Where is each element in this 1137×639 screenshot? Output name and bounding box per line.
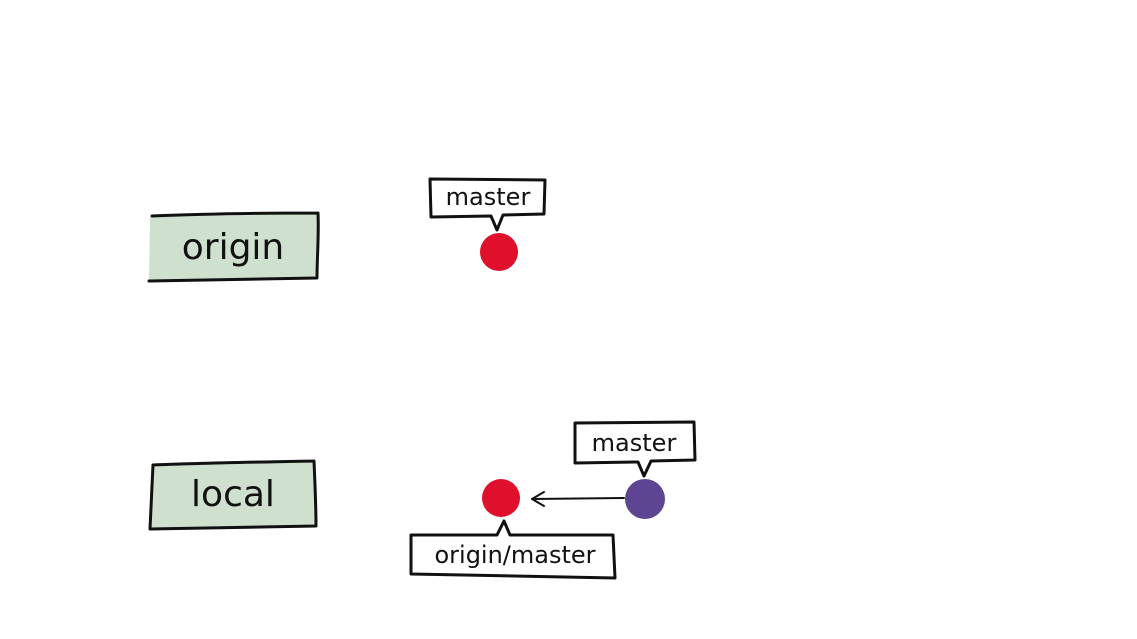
local-repo-box-border (148, 459, 318, 531)
local-master-commit (625, 479, 665, 519)
origin-master-remote-tag-text: origin/master (434, 541, 595, 569)
parent-arrow (531, 491, 625, 507)
origin-master-remote-tag: origin/master (409, 519, 617, 580)
local-master-tag: master (573, 420, 697, 478)
local-master-tag-shape (573, 420, 697, 478)
origin-master-tag: master (428, 177, 547, 232)
local-repo-box: local (148, 459, 318, 531)
local-repo-box-fill (151, 462, 316, 528)
local-master-tag-text: master (592, 429, 677, 457)
origin-master-tag-shape (428, 177, 547, 232)
origin-master-tag-text: master (446, 183, 531, 211)
origin-repo-label: origin (182, 227, 285, 268)
origin-master-remote-tag-shape (409, 519, 617, 580)
origin-repo-box-border (147, 211, 320, 283)
origin-master-commit (480, 233, 518, 271)
origin-repo-box-fill (149, 214, 318, 282)
local-origin-master-commit (482, 479, 520, 517)
origin-repo-box: origin (147, 211, 320, 283)
local-repo-label: local (191, 474, 275, 515)
